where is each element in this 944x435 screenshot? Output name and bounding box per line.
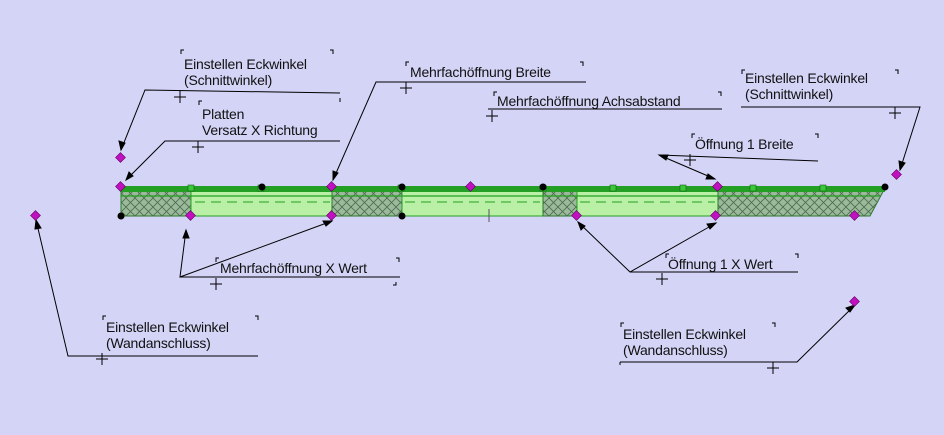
label-eckwinkel-wand-right: Einstellen Eckwinkel (Wandanschluss)	[623, 326, 746, 358]
handle-wall-connection-left	[30, 210, 41, 221]
handle-opening-right-bottom	[326, 210, 337, 221]
leader-lines	[34, 81, 921, 363]
edit-handles[interactable]	[30, 152, 902, 307]
handle-wall-start	[115, 181, 126, 192]
wall-top-band	[121, 186, 885, 192]
label-mehrfach-achsabstand: Mehrfachöffnung Achsabstand	[497, 93, 681, 109]
handle-opening1-right-bottom	[710, 210, 721, 221]
label-eckwinkel-schnitt-right: Einstellen Eckwinkel (Schnittwinkel)	[745, 70, 868, 102]
label-mehrfach-breite: Mehrfachöffnung Breite	[410, 64, 551, 80]
wall-nodes	[117, 183, 889, 220]
wall-body	[120, 184, 886, 222]
handle-opening1-left	[571, 210, 582, 221]
handle-opening-right	[326, 181, 337, 192]
label-oeffnung1-breite: Öffnung 1 Breite	[695, 136, 794, 152]
plus-markers	[96, 82, 901, 374]
handle-wall-end	[849, 210, 860, 221]
label-eckwinkel-schnitt-left: Einstellen Eckwinkel (Schnittwinkel)	[184, 56, 307, 88]
label-eckwinkel-wand-left: Einstellen Eckwinkel (Wandanschluss)	[106, 319, 229, 351]
wall-segment-hatched	[331, 187, 403, 217]
label-oeffnung1-x-wert: Öffnung 1 X Wert	[668, 256, 773, 272]
wall-segment-hatched	[120, 187, 192, 217]
handle-corner-angle-left	[115, 152, 126, 163]
handle-opening1-right	[712, 181, 723, 192]
handle-wall-connection-right	[849, 296, 860, 307]
handle-axis-spacing	[465, 181, 476, 192]
label-brackets	[102, 49, 899, 365]
label-mehrfach-x-wert: Mehrfachöffnung X Wert	[220, 260, 367, 276]
handle-corner-angle-right	[891, 169, 902, 180]
wall-segment-hatched	[717, 187, 886, 217]
wall-segment-hatched	[542, 187, 578, 217]
handle-opening-left	[185, 210, 196, 221]
label-platten-versatz: Platten Versatz X Richtung	[202, 106, 318, 138]
